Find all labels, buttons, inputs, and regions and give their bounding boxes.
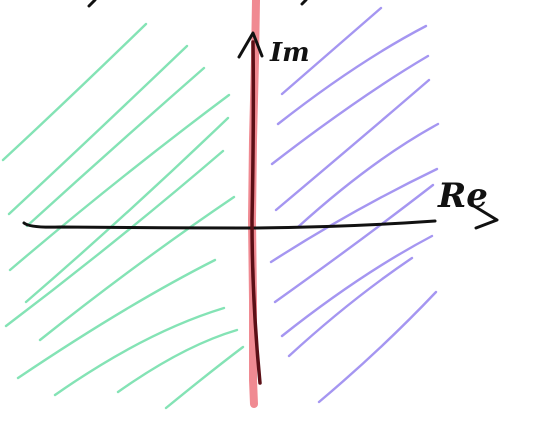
hatch-line-right-10 (317, 290, 438, 404)
top-right-stroke-fragment (300, 0, 308, 6)
hatch-line-left-03 (25, 66, 206, 228)
imaginary-axis-arrowhead-icon (237, 31, 264, 59)
hatch-line-left-01 (1, 22, 148, 162)
hatch-line-left-08 (16, 258, 217, 380)
hatch-line-right-03 (270, 54, 430, 166)
hatch-line-right-09 (287, 256, 414, 358)
hatch-line-left-07 (38, 195, 236, 342)
left-half-plane-hatching (1, 22, 245, 410)
top-left-stroke-fragment (87, 0, 97, 8)
hatch-line-right-07 (273, 183, 435, 304)
hatch-line-left-10 (116, 328, 239, 394)
real-axis-line (22, 219, 437, 230)
hatch-line-left-05 (24, 116, 230, 304)
hatch-line-right-02 (276, 24, 428, 126)
hatch-line-left-04 (8, 93, 231, 272)
hatch-line-left-06 (4, 149, 225, 328)
hatch-line-right-04 (274, 78, 431, 212)
hatch-line-right-06 (269, 167, 439, 264)
right-half-plane-hatching (269, 6, 440, 404)
real-axis-label: Re (437, 176, 488, 216)
real-axis-arrowhead-icon (472, 204, 499, 230)
hatch-line-right-01 (280, 6, 383, 96)
imaginary-axis-line (250, 40, 262, 385)
imaginary-axis-label: Im (269, 38, 310, 68)
hatch-line-right-05 (296, 122, 440, 229)
hatch-line-left-02 (7, 44, 189, 216)
hatch-line-right-08 (280, 234, 434, 338)
hatch-line-left-11 (164, 345, 245, 410)
hatch-line-left-09 (53, 306, 226, 397)
